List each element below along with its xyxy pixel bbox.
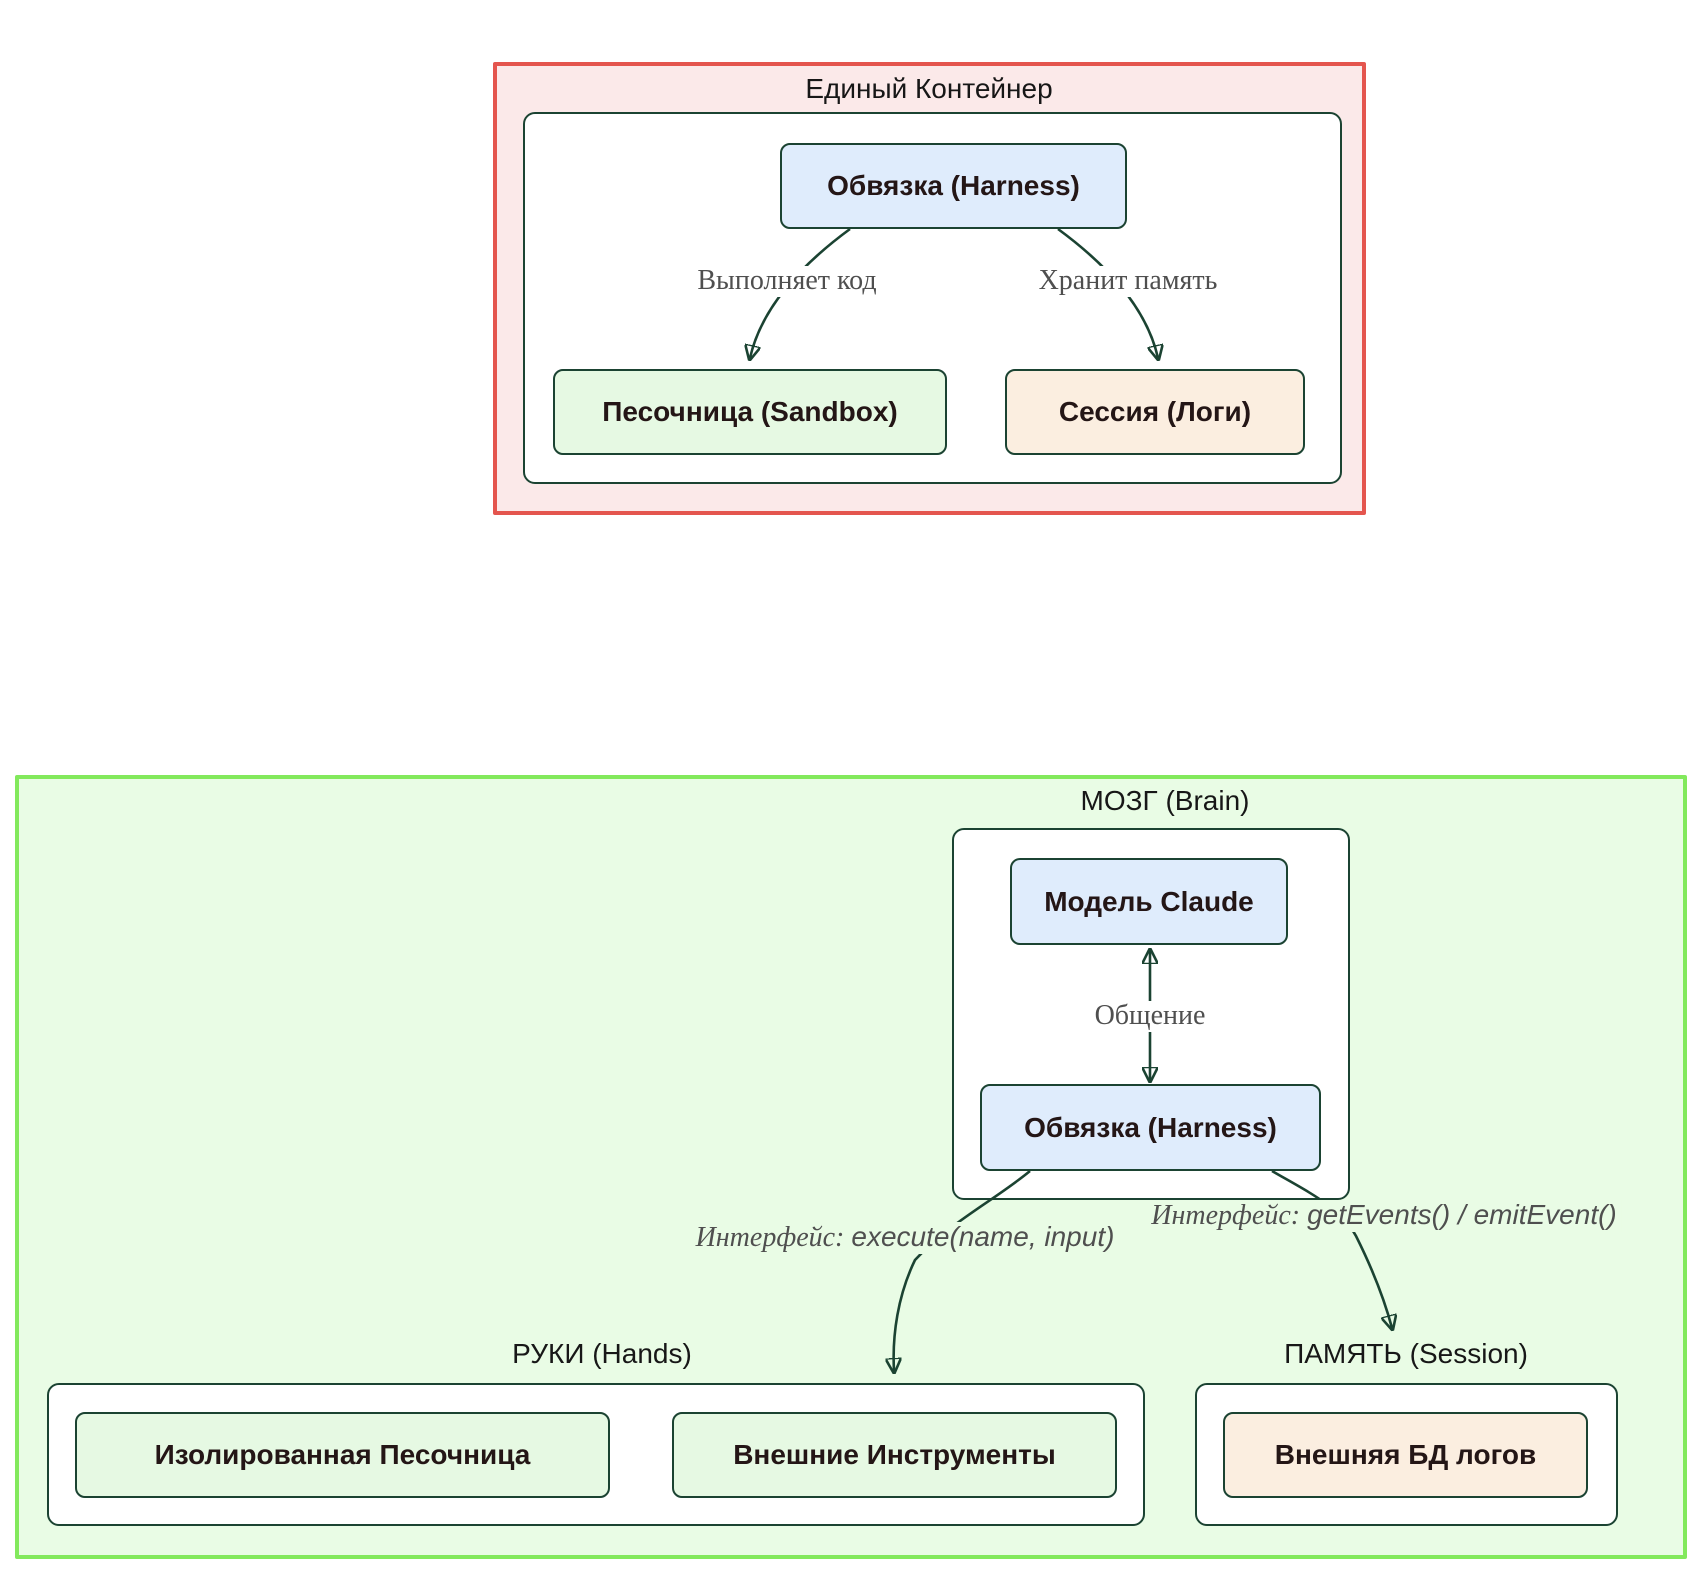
external-tools-node-label: Внешние Инструменты [733,1439,1056,1470]
model-claude-node-label: Модель Claude [1044,885,1254,917]
interface-events-prefix: Интерфейс: [1151,1200,1301,1231]
hands-cluster-title: РУКИ (Hands) [512,1338,692,1369]
interface-execute-code: execute(name, input) [851,1221,1115,1252]
external-logs-db-node: Внешняя БД логов [1223,1412,1588,1498]
sandbox-node: Песочница (Sandbox) [553,369,947,455]
interface-execute-prefix: Интерфейс: [695,1222,845,1253]
interface-events-code: getEvents() / emitEvent() [1307,1199,1617,1230]
external-logs-db-node-label: Внешняя БД логов [1274,1439,1537,1470]
isolated-sandbox-node: Изолированная Песочница [75,1412,610,1498]
harness-node-top-label: Обвязка (Harness) [827,170,1080,201]
harness-node-top: Обвязка (Harness) [780,143,1127,229]
executes-code-edge-label: Выполняет код [692,265,882,297]
interface-execute-edge-label: Интерфейс: execute(name, input) [690,1221,1120,1254]
single-container-title: Единый Контейнер [805,73,1053,104]
harness-node-bottom-label: Обвязка (Harness) [1024,1111,1277,1143]
brain-cluster-title: МОЗГ (Brain) [1080,785,1250,816]
isolated-sandbox-node-label: Изолированная Песочница [154,1439,531,1470]
stores-memory-edge-label: Хранит память [1033,265,1223,297]
harness-node-bottom: Обвязка (Harness) [980,1084,1321,1171]
communication-edge-label: Общение [1089,1000,1211,1032]
external-tools-node: Внешние Инструменты [672,1412,1117,1498]
interface-events-edge-label: Интерфейс: getEvents() / emitEvent() [1146,1199,1622,1232]
memory-cluster-title: ПАМЯТЬ (Session) [1284,1338,1528,1369]
session-logs-node-label: Сессия (Логи) [1058,396,1252,427]
session-logs-node: Сессия (Логи) [1005,369,1305,455]
sandbox-node-label: Песочница (Sandbox) [602,396,898,427]
model-claude-node: Модель Claude [1010,858,1288,945]
